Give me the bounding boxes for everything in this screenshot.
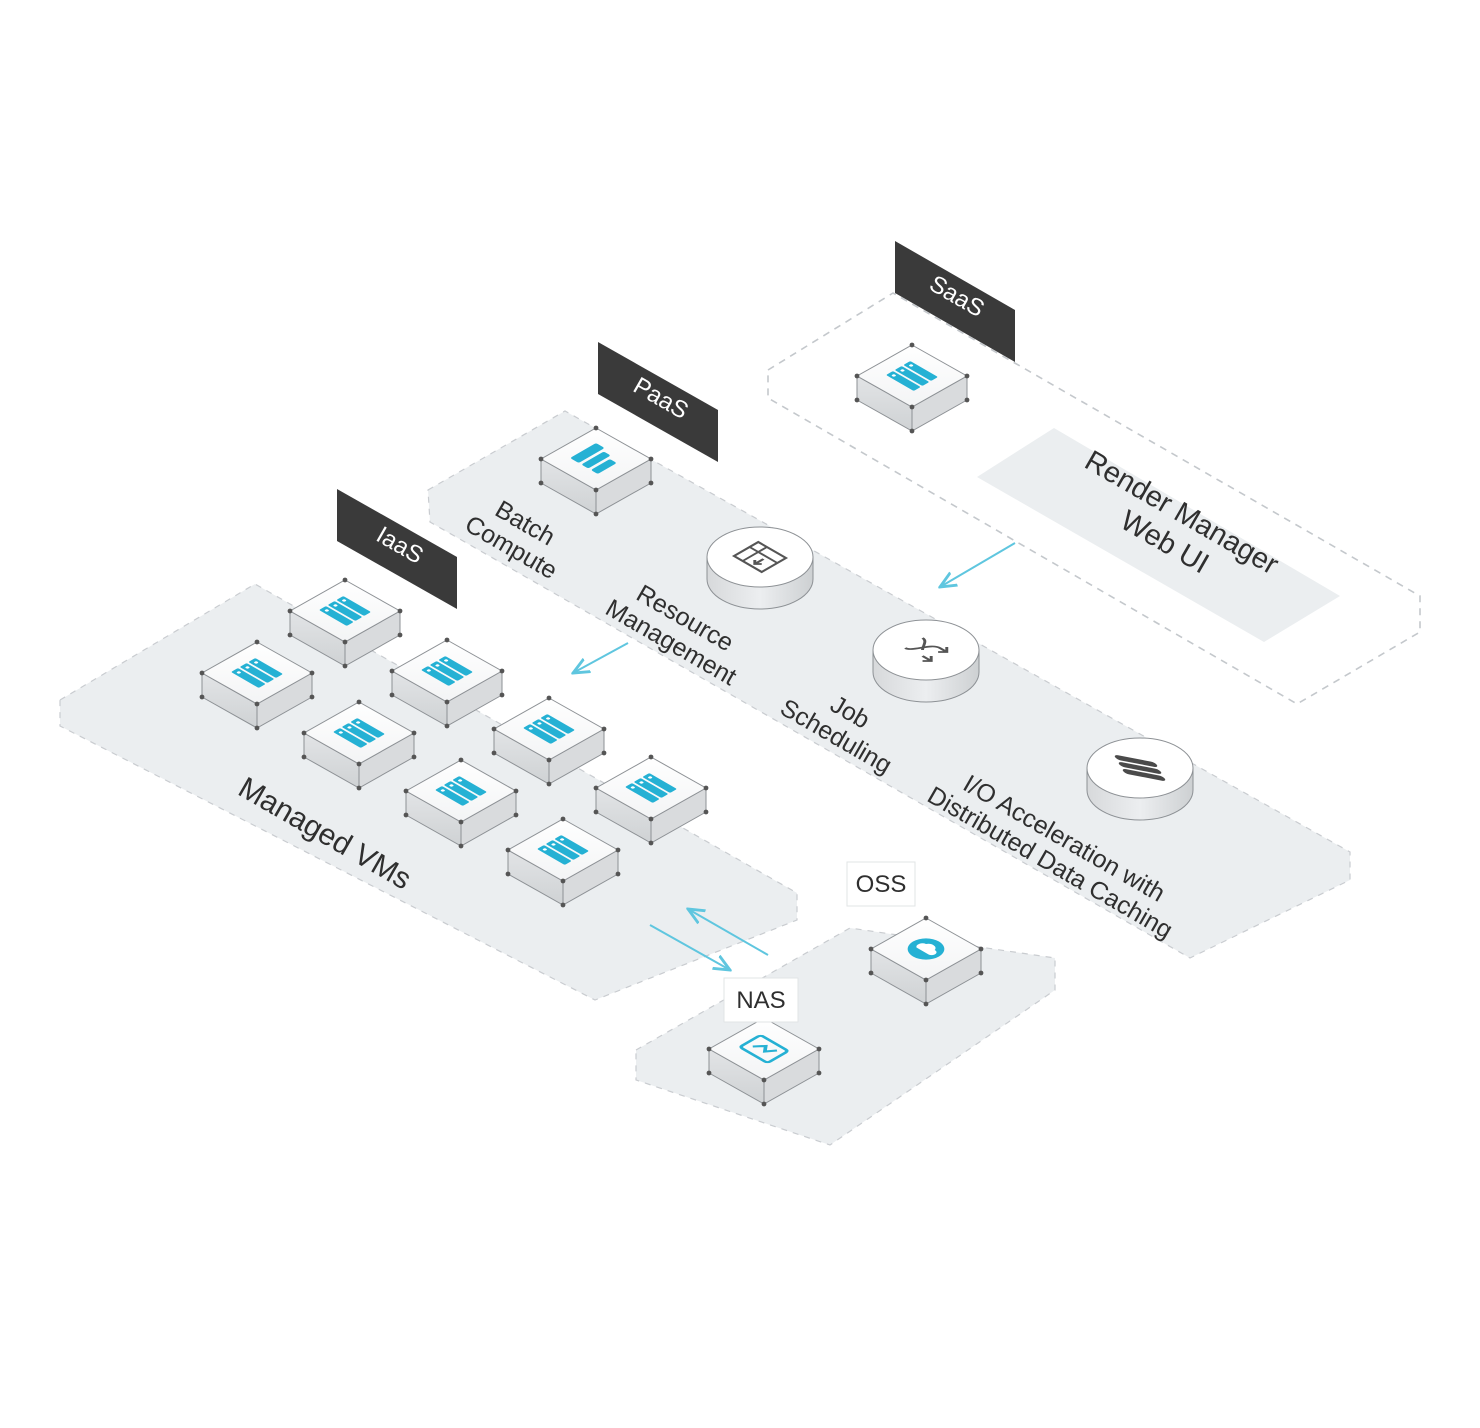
server-rack-icon xyxy=(421,656,473,686)
oss-node xyxy=(868,915,984,1007)
managed-vm-8 xyxy=(505,816,621,908)
server-rack-icon xyxy=(625,773,677,803)
arrow-oss-to-iaas xyxy=(688,909,769,956)
resource-management-icon xyxy=(731,540,789,574)
storage-platform xyxy=(635,927,1056,1146)
web-ui-panel xyxy=(977,428,1340,642)
server-rack-icon xyxy=(886,361,938,391)
managed-vm-2 xyxy=(199,639,315,731)
job-scheduling-disk xyxy=(872,619,980,703)
oss-label: OSS xyxy=(856,871,907,898)
managed-vm-3 xyxy=(389,637,505,729)
nas-share-icon xyxy=(739,1034,789,1064)
web-ui-server-node xyxy=(854,342,970,434)
managed-vm-7 xyxy=(593,754,709,846)
server-rack-icon xyxy=(319,596,371,626)
resource-management-disk xyxy=(706,526,814,610)
arrow-iaas-to-nas xyxy=(649,924,730,970)
nas-node xyxy=(706,1015,822,1107)
managed-vm-5 xyxy=(491,695,607,787)
nas-label-chip: NAS xyxy=(723,977,799,1023)
server-rack-icon xyxy=(523,714,575,744)
data-cache-icon xyxy=(1114,755,1166,781)
server-rack-icon xyxy=(537,835,589,865)
server-rack-icon xyxy=(435,776,487,806)
managed-vm-4 xyxy=(301,699,417,791)
io-acceleration-disk xyxy=(1086,737,1194,821)
batch-compute-node xyxy=(538,425,654,517)
managed-vm-6 xyxy=(403,757,519,849)
arrow-saas-to-paas xyxy=(940,542,1016,587)
server-rack-icon xyxy=(231,658,283,688)
nas-label: NAS xyxy=(736,987,785,1014)
oss-cloud-icon xyxy=(907,938,945,960)
oss-label-chip: OSS xyxy=(846,861,916,907)
batch-compute-icon xyxy=(571,443,616,474)
managed-vm-1 xyxy=(287,577,403,669)
server-rack-icon xyxy=(333,718,385,748)
diagram-nodes xyxy=(199,342,1194,1107)
job-scheduling-icon xyxy=(904,637,949,662)
arrow-paas-to-iaas xyxy=(573,642,629,673)
